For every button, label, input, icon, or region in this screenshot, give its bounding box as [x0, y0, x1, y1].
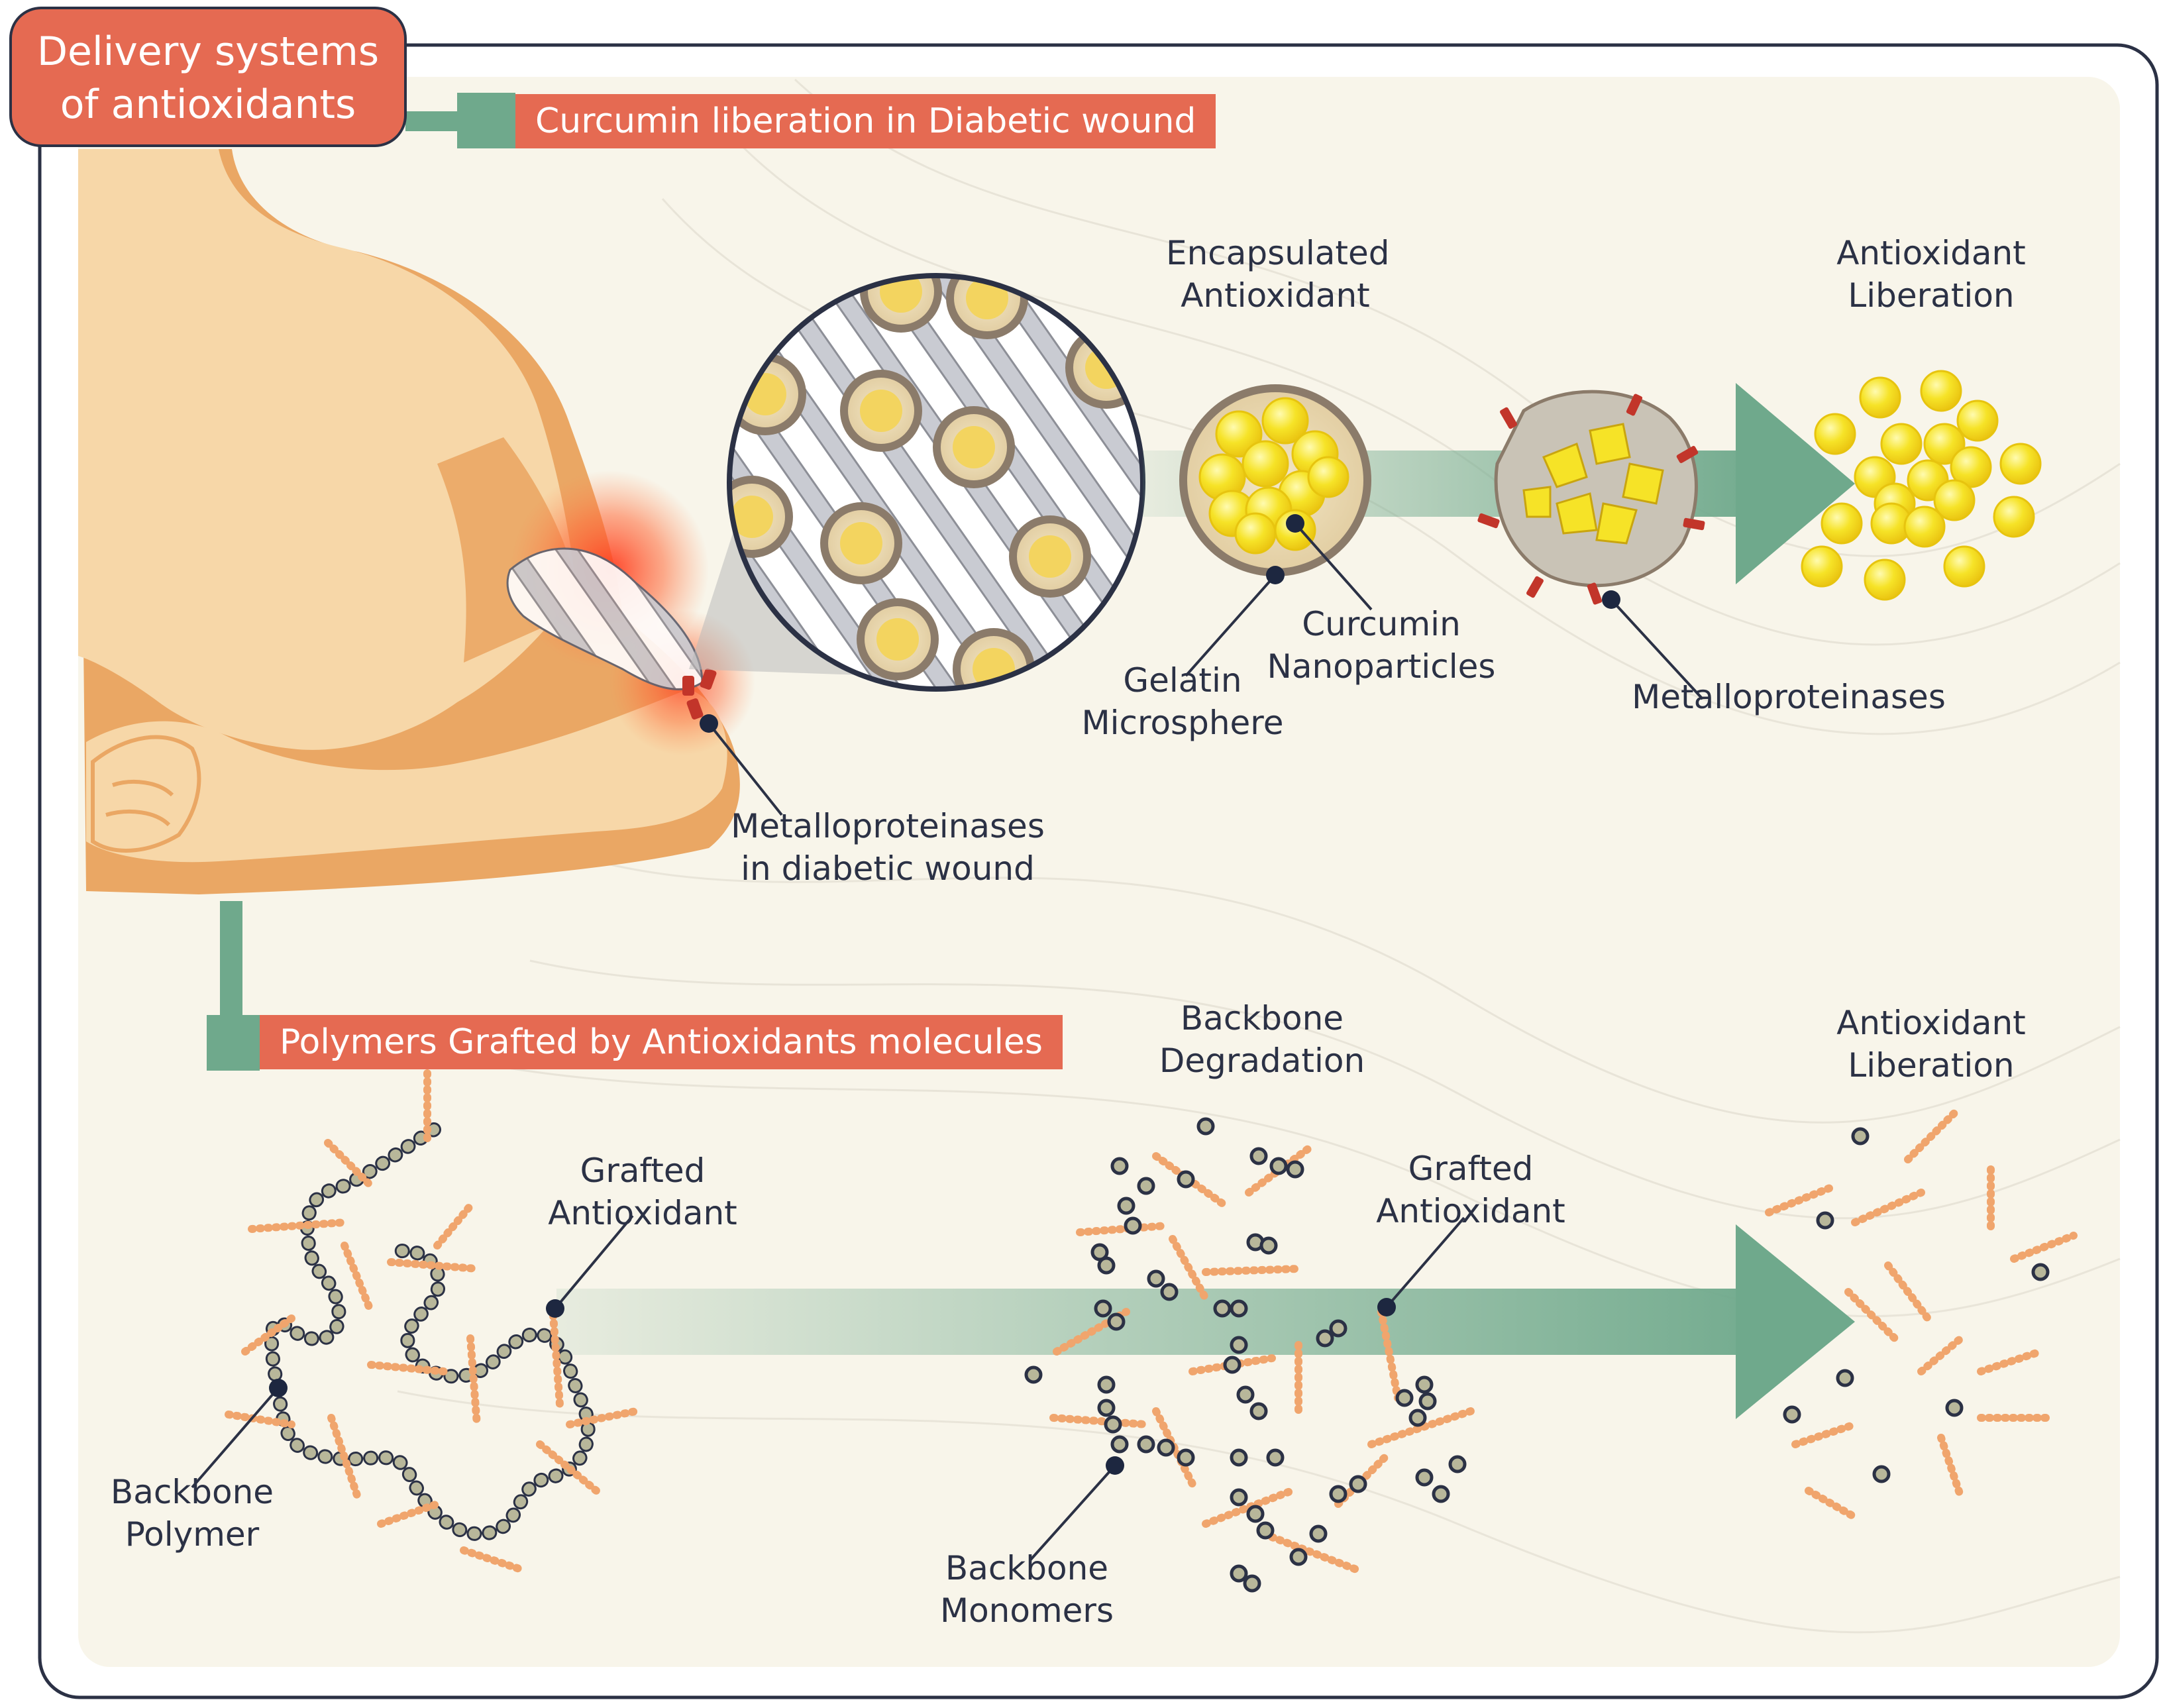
label-gelatin-microsphere: Gelatin Microsphere: [1081, 661, 1284, 742]
title-box: Delivery systems of antioxidants: [9, 7, 407, 147]
backbone-polymer: [264, 1122, 596, 1542]
label-grafted-antioxidant-right: Grafted Antioxidant: [1376, 1149, 1565, 1230]
degraded-polymer-fragments: [1024, 1117, 1475, 1593]
degraded-microsphere: [1477, 390, 1705, 605]
label-antioxidant-liberation-bottom: Antioxidant Liberation: [1836, 1004, 2026, 1085]
arm-illustration: [78, 149, 740, 894]
label-metalloproteinases-wound: Metalloproteinases in diabetic wound: [731, 807, 1045, 888]
liberated-nanoparticles: [1801, 370, 2042, 601]
label-grafted-antioxidant-left: Grafted Antioxidant: [548, 1151, 737, 1232]
lower-process-arrow: [556, 1224, 1855, 1419]
label-metalloproteinases: Metalloproteinases: [1632, 678, 1946, 716]
title-line-2: of antioxidants: [60, 81, 356, 128]
connector-lines: [191, 522, 1704, 1562]
label-backbone-degradation: Backbone Degradation: [1159, 999, 1365, 1080]
gelatin-microsphere: [1179, 384, 1371, 576]
wound-enzymes: [682, 668, 717, 720]
title-line-1: Delivery systems: [36, 28, 380, 75]
label-backbone-monomers: Backbone Monomers: [939, 1549, 1114, 1630]
label-encapsulated-antioxidant: Encapsulated Antioxidant: [1166, 234, 1390, 315]
banner-curcumin-liberation: Curcumin liberation in Diabetic wound: [515, 94, 1216, 148]
label-antioxidant-liberation-top: Antioxidant Liberation: [1836, 234, 2026, 315]
connector-dots: [269, 514, 1620, 1475]
liberated-antioxidants: [1765, 1109, 2078, 1521]
zoom-circle: [727, 273, 1145, 692]
label-backbone-polymer: Backbone Polymer: [110, 1473, 274, 1554]
teal-connectors: [207, 93, 515, 1071]
label-curcumin-nanoparticles: Curcumin Nanoparticles: [1267, 605, 1496, 686]
grafted-antioxidants-left: [225, 1069, 640, 1574]
banner-polymers-grafted: Polymers Grafted by Antioxidants molecul…: [260, 1015, 1063, 1069]
